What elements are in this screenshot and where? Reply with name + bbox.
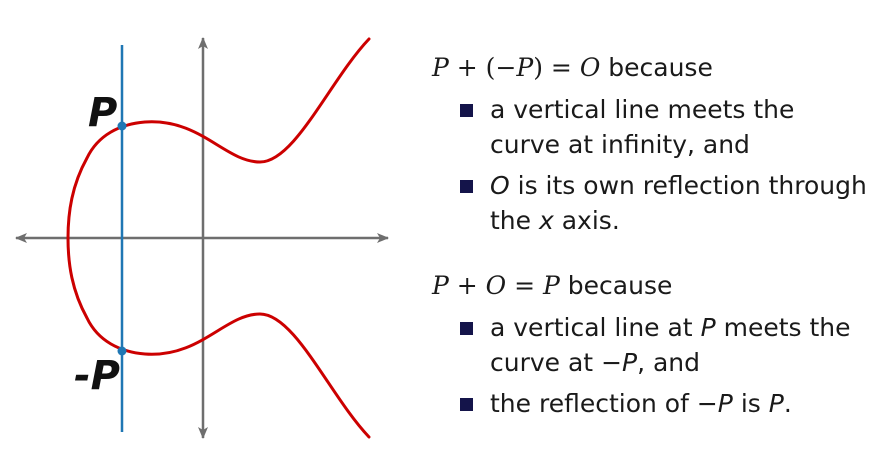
- elliptic-curve: [66, 37, 371, 439]
- list-item: the reflection of −P is P.: [432, 386, 872, 421]
- math-p: P: [432, 53, 449, 82]
- identity-reasons: a vertical line at P meets the curve at …: [432, 310, 872, 421]
- heading-because: because: [559, 271, 673, 300]
- list-item: a vertical line meets the curve at infin…: [432, 92, 872, 162]
- item-text: meets the curve at: [490, 313, 851, 377]
- inverse-explanation: P + (−P) = O because a vertical line mee…: [432, 50, 872, 238]
- list-item: a vertical line at P meets the curve at …: [432, 310, 872, 380]
- math-close-equals: ) =: [533, 53, 580, 82]
- math-plus-paren: + (: [448, 53, 496, 82]
- math-p: P: [700, 313, 716, 342]
- math-minus: −: [601, 348, 623, 377]
- item-text: a vertical line meets the curve at infin…: [490, 95, 795, 159]
- item-text: , and: [637, 348, 701, 377]
- point-p: [117, 121, 127, 131]
- inverse-heading: P + (−P) = O because: [432, 50, 872, 86]
- inverse-reasons: a vertical line meets the curve at infin…: [432, 92, 872, 238]
- heading-because: because: [600, 53, 713, 82]
- math-minus: −: [696, 389, 718, 418]
- identity-explanation: P + O = P because a vertical line at P m…: [432, 268, 872, 421]
- math-o: O: [579, 53, 601, 82]
- math-p: P: [717, 389, 733, 418]
- square-bullet-icon: [460, 322, 473, 335]
- math-x: x: [538, 206, 554, 235]
- item-text: is its own reflection through the: [490, 171, 867, 235]
- math-equals: =: [506, 271, 544, 300]
- math-p: P: [432, 271, 449, 300]
- elliptic-curve-diagram: P -P: [15, 37, 389, 439]
- list-item: O is its own reflection through the x ax…: [432, 168, 872, 238]
- math-plus: +: [448, 271, 486, 300]
- label-p: P: [88, 90, 117, 136]
- item-text: axis.: [553, 206, 620, 235]
- math-o: O: [485, 271, 507, 300]
- item-text: .: [783, 389, 792, 418]
- label-neg-p: -P: [74, 353, 120, 399]
- square-bullet-icon: [460, 180, 473, 193]
- identity-heading: P + O = P because: [432, 268, 872, 304]
- item-text: a vertical line at: [490, 313, 701, 342]
- explanation-panel: P + (−P) = O because a vertical line mee…: [432, 50, 872, 421]
- square-bullet-icon: [460, 104, 473, 117]
- square-bullet-icon: [460, 398, 473, 411]
- math-o: O: [490, 171, 510, 200]
- item-text: is: [732, 389, 769, 418]
- math-minus: −: [495, 53, 517, 82]
- point-neg-p: [117, 346, 127, 356]
- math-p: P: [516, 53, 534, 82]
- math-p: P: [768, 389, 784, 418]
- math-p: P: [543, 271, 560, 300]
- math-p: P: [622, 348, 638, 377]
- item-text: the reflection of: [490, 389, 697, 418]
